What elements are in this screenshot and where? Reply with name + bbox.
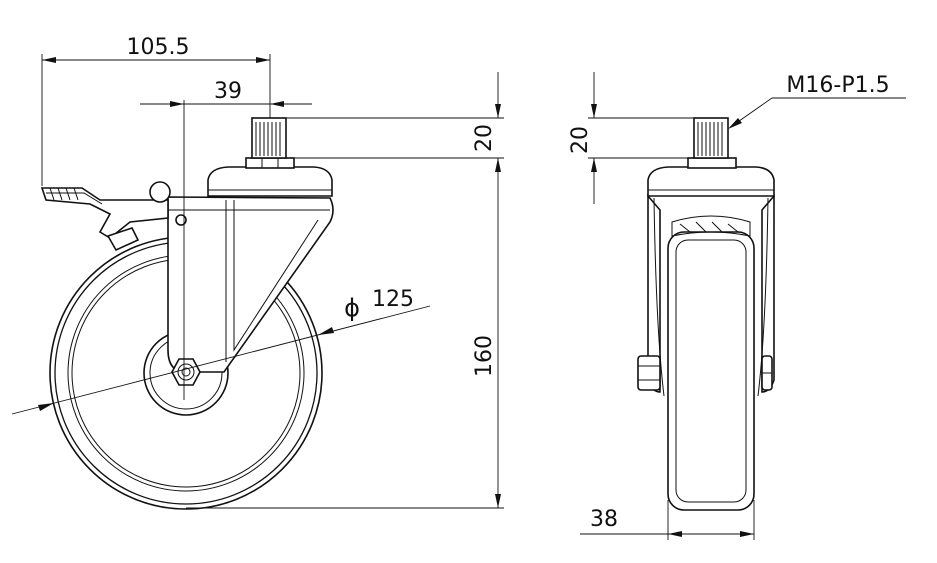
thread-leader xyxy=(728,97,906,129)
dimension-overall-width xyxy=(41,54,271,186)
brake-lever-side xyxy=(40,181,187,252)
caster-front-view: M16-P1.5 20 38 xyxy=(568,72,906,540)
threaded-stem-front xyxy=(693,117,729,159)
dimension-wheel-width-label: 38 xyxy=(590,507,618,532)
wheel-front xyxy=(667,215,755,511)
dimension-wheel-diameter-symbol: ϕ xyxy=(344,294,360,322)
dimension-wheel-diameter-label: 125 xyxy=(372,287,414,312)
dimension-stem-height-front-label: 20 xyxy=(568,126,593,154)
dimension-wheel-diameter xyxy=(11,305,431,415)
dimension-overall-height-label: 160 xyxy=(472,335,497,377)
swivel-head-side xyxy=(207,157,333,197)
dimension-stem-offset-label: 39 xyxy=(214,79,242,104)
axle-nuts-front xyxy=(637,355,773,391)
dimension-stem-offset xyxy=(140,101,312,107)
axle-nut-side xyxy=(171,358,201,386)
dimension-overall-height xyxy=(186,494,504,509)
thread-spec-label: M16-P1.5 xyxy=(786,73,889,98)
dimension-stem-height-side-label: 20 xyxy=(472,124,497,152)
dimension-wheel-width xyxy=(580,500,755,540)
fork-bracket-side xyxy=(167,196,334,373)
dimension-stem-height-front xyxy=(588,72,694,204)
threaded-stem-side xyxy=(251,117,287,159)
caster-side-view: 105.5 39 20 160 ϕ xyxy=(11,35,504,510)
dimension-stem-height-side xyxy=(286,72,504,508)
swivel-head-front xyxy=(647,157,775,197)
dimension-overall-width-label: 105.5 xyxy=(127,35,190,60)
